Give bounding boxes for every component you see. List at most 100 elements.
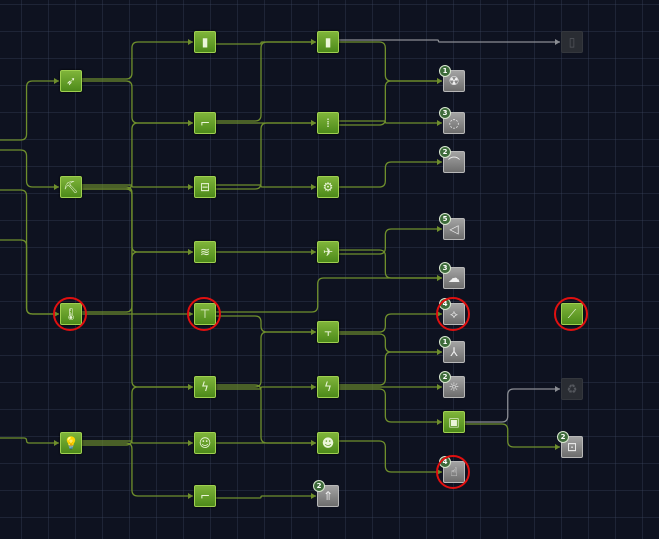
cost-badge: 3 (439, 262, 451, 274)
tech-node-available[interactable]: ⊡2 (557, 431, 583, 458)
edge-arrowhead (437, 120, 442, 126)
edge-arrowhead (311, 384, 316, 390)
edge-b3-c2 (216, 122, 316, 190)
edge-arrowhead (437, 311, 442, 317)
pipe-icon: ⌐ (199, 116, 211, 130)
drone-icon: ⟡ (450, 306, 458, 321)
edge-a2-b6 (82, 188, 193, 388)
tech-node-researched[interactable]: ▮ (317, 31, 339, 53)
press-icon: ⊟ (199, 180, 211, 194)
tech-node-researched[interactable]: ▮ (194, 31, 216, 53)
edge-c6-d7 (339, 351, 442, 386)
gear-icon: ⚙ (322, 180, 334, 194)
tech-node-available[interactable]: ☢1 (439, 65, 465, 92)
edge-arrowhead (54, 184, 59, 190)
cost-badge: 3 (439, 107, 451, 119)
tech-node-researched[interactable]: ⚙ (317, 176, 339, 198)
edge-c1-e1 (339, 39, 560, 43)
edge-c4-d4 (339, 228, 442, 255)
tech-node-researched[interactable]: 💡 (60, 432, 82, 454)
edge-arrowhead (54, 78, 59, 84)
shower-icon: ⌐ (199, 489, 211, 503)
edge-b6-c5 (216, 331, 316, 388)
edge-c6-d9 (339, 388, 442, 423)
tech-node-researched[interactable]: ⊤ (194, 303, 216, 325)
tech-node-researched[interactable]: ✈ (317, 241, 339, 263)
edge-arrowhead (188, 120, 193, 126)
edge-arrowhead (437, 275, 442, 281)
edge-arrowhead (437, 349, 442, 355)
edge-arrowhead (437, 469, 442, 475)
tech-node-researched[interactable]: ϟ (194, 376, 216, 398)
edge-arrowhead (555, 386, 560, 392)
lightning-icon: ϟ (201, 380, 209, 394)
tech-node-researched[interactable]: ⊟ (194, 176, 216, 198)
edge-a2-b2 (82, 122, 193, 190)
valve-icon: ⫟ (324, 324, 332, 339)
edge-arrowhead (555, 39, 560, 45)
satellite-icon: ⟋ (567, 306, 577, 321)
edge-arrowhead (311, 493, 316, 499)
incoming-edge (0, 437, 59, 444)
cost-badge: 1 (439, 65, 451, 77)
edge-arrowhead (437, 159, 442, 165)
heater-icon: ⁞ (326, 116, 330, 130)
tech-node-available[interactable]: ⅄1 (439, 336, 465, 363)
tech-node-available[interactable]: ◁5 (439, 213, 465, 240)
thermometer-icon: 🌡 (63, 307, 79, 321)
people-icon: ☻ (321, 436, 335, 450)
hand-icon: ☝ (450, 465, 458, 479)
tech-node-researched[interactable]: ⌐ (194, 112, 216, 134)
plane-icon: ✈ (322, 245, 334, 259)
cloud-icon: ☁ (448, 271, 460, 285)
edge-arrowhead (437, 226, 442, 232)
tech-node-researched[interactable]: 🌡 (60, 303, 82, 325)
edge-arrowhead (188, 493, 193, 499)
edge-b1-c1 (216, 41, 316, 45)
edge-arrowhead (311, 440, 316, 446)
sun-panel-icon: ☼ (448, 380, 460, 394)
edge-a4-b7 (82, 440, 193, 444)
tech-node-locked[interactable]: ♻ (561, 378, 583, 400)
tech-node-researched[interactable]: ⌐ (194, 485, 216, 507)
scythe-icon: ⌒ (447, 155, 460, 170)
rocket-launch-icon: ⇑ (322, 489, 334, 503)
edge-a1-b1 (82, 41, 193, 80)
tech-node-researched[interactable]: ⛏ (60, 176, 82, 198)
edge-arrowhead (54, 311, 59, 317)
tech-node-researched[interactable]: ▣ (443, 411, 465, 433)
edge-a4-b8 (82, 442, 193, 497)
edge-arrowhead (188, 440, 193, 446)
cost-badge: 5 (439, 213, 451, 225)
tech-node-researched[interactable]: ≋ (194, 241, 216, 263)
spray-icon: ◁ (449, 222, 459, 236)
edge-a4-b6 (82, 386, 193, 446)
tech-node-researched[interactable]: ⟋ (561, 303, 583, 325)
edge-arrowhead (555, 444, 560, 450)
tech-node-available[interactable]: ⟡4 (439, 298, 465, 325)
edge-a1-b2 (82, 80, 193, 124)
tech-node-researched[interactable]: ➶ (60, 70, 82, 92)
tech-node-available[interactable]: ☁3 (439, 262, 465, 289)
edge-c5-d7 (339, 333, 442, 353)
tech-node-researched[interactable]: ⫟ (317, 321, 339, 343)
tech-node-available[interactable]: ☝4 (439, 456, 465, 483)
edge-d9-e3 (465, 388, 560, 423)
chip-icon: ▣ (448, 415, 460, 429)
edge-b3-c3 (216, 184, 316, 188)
tech-node-available[interactable]: ⇑2 (313, 480, 339, 507)
incoming-edge (0, 189, 59, 315)
radiation-icon: ☢ (448, 74, 460, 88)
incoming-edge (0, 239, 59, 315)
edge-c3-d3 (339, 161, 442, 188)
cost-badge: 1 (439, 336, 451, 348)
tech-node-available[interactable]: ⌒2 (439, 146, 465, 173)
tech-node-researched[interactable]: ☻ (317, 432, 339, 454)
tech-node-researched[interactable]: ϟ (317, 376, 339, 398)
tech-node-available[interactable]: ◌3 (439, 107, 465, 134)
tech-node-researched[interactable]: ☺ (194, 432, 216, 454)
tech-node-locked[interactable]: ▯ (561, 31, 583, 53)
tech-node-researched[interactable]: ⁞ (317, 112, 339, 134)
tech-node-available[interactable]: ☼2 (439, 371, 465, 398)
